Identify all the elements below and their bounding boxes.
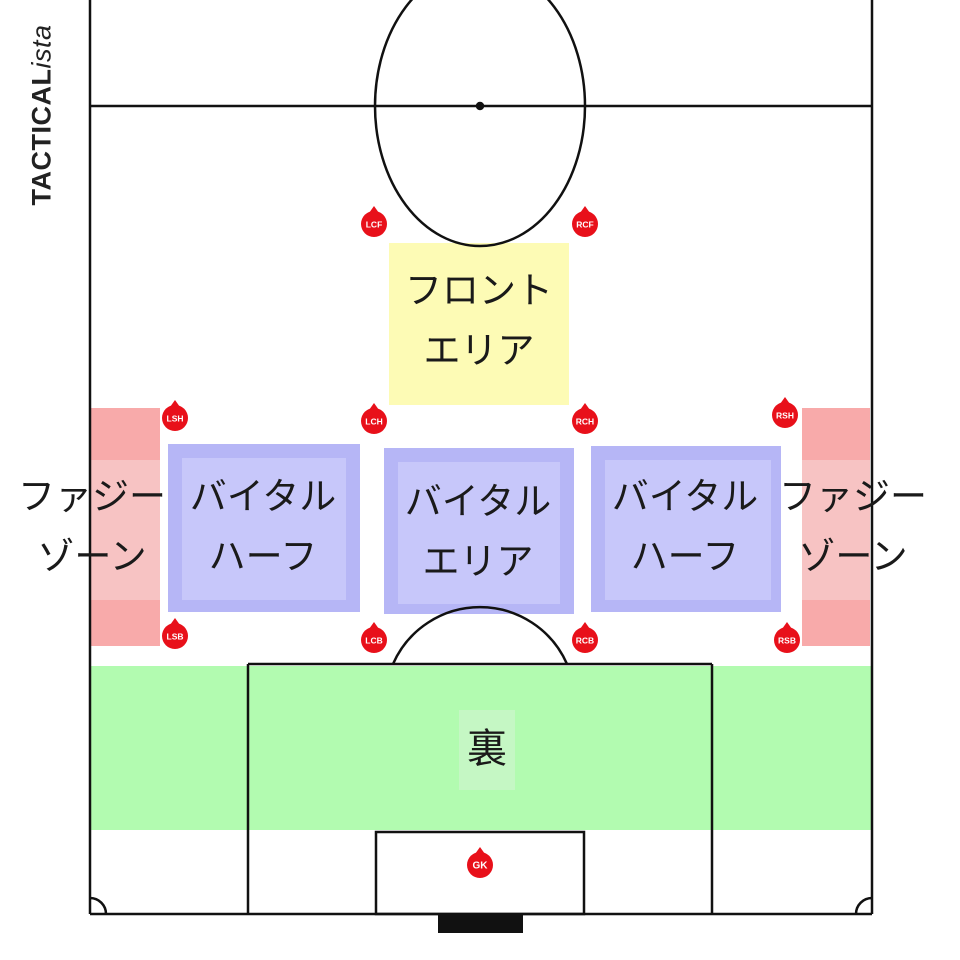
player-marker-label: GK	[473, 861, 489, 872]
brand-logo: TACTICALista	[27, 24, 58, 205]
player-marker-disc	[361, 408, 387, 434]
front-area-label-line2: エリア	[423, 329, 535, 372]
player-marker-lch: LCH	[361, 403, 387, 434]
player-marker-label: RSB	[778, 636, 796, 646]
player-markers: LCF RCF LSH LCH RCH RSH LSB LCB RCB RSB GK	[162, 206, 800, 878]
player-marker-rsb: RSB	[774, 622, 800, 653]
vital-half-right-inner	[605, 460, 771, 600]
player-marker-disc	[772, 402, 798, 428]
player-marker-disc	[361, 211, 387, 237]
player-marker-disc	[774, 627, 800, 653]
vital-area-label-line2: エリア	[422, 540, 534, 583]
player-marker-disc	[162, 623, 188, 649]
player-marker-rsh: RSH	[772, 397, 798, 428]
ura-zone-label-bg	[459, 710, 515, 790]
pitch-lines	[88, 0, 874, 916]
brand-logo-bold: TACTICAL	[26, 68, 57, 206]
player-marker-rch: RCH	[572, 403, 598, 434]
fuzzy-zone-left-inner	[90, 460, 160, 600]
front-area-label: フロント エリア	[405, 261, 553, 381]
fuzzy-zone-right-inner	[802, 460, 870, 600]
player-marker-disc	[162, 405, 188, 431]
vital-half-left-inner	[182, 458, 346, 600]
vital-area-label-line1: バイタル	[404, 480, 552, 523]
vital-half-left-label-line2: ハーフ	[208, 535, 318, 578]
player-marker-label: LCH	[365, 417, 382, 427]
player-marker-label: LSH	[167, 414, 184, 424]
fuzzy-zone-left-label-line2: ゾーン	[37, 535, 147, 578]
player-marker-label: RCB	[576, 636, 594, 646]
goal	[438, 915, 523, 933]
vital-half-right-label: バイタル ハーフ	[612, 467, 759, 587]
goal-area	[374, 830, 586, 916]
vital-half-right-label-line2: ハーフ	[630, 535, 740, 578]
vital-half-right-label-line1: バイタル	[611, 475, 759, 518]
vital-half-left-label-line1: バイタル	[189, 475, 337, 518]
fuzzy-zone-right-label-line1: ファジー	[779, 475, 927, 518]
player-marker-label: LSB	[167, 632, 184, 642]
front-area-zone	[389, 243, 569, 405]
front-area-label-line1: フロント	[405, 269, 553, 312]
player-marker-gk: GK	[467, 847, 493, 878]
ura-label: 裏	[467, 719, 507, 779]
zone-layer	[90, 243, 872, 830]
center-circle	[373, 0, 587, 248]
penalty-arc	[391, 605, 569, 665]
ura-label-text: 裏	[467, 726, 507, 772]
player-marker-lsh: LSH	[162, 400, 188, 431]
vital-area-inner	[398, 462, 560, 604]
corner-arc-left	[89, 896, 108, 915]
player-marker-disc	[572, 211, 598, 237]
player-marker-label: RSH	[776, 411, 794, 421]
corner-arc-right	[854, 896, 873, 915]
player-marker-lsb: LSB	[162, 618, 188, 649]
player-marker-rcb: RCB	[572, 622, 598, 653]
brand-logo-italic: ista	[26, 24, 57, 69]
player-marker-disc	[467, 852, 493, 878]
fuzzy-zone-left-label-line1: ファジー	[18, 475, 166, 518]
player-marker-disc	[572, 408, 598, 434]
player-marker-disc	[572, 627, 598, 653]
fuzzy-zone-left-label: ファジー ゾーン	[18, 467, 166, 587]
vital-area-label: バイタル エリア	[405, 472, 552, 592]
player-marker-lcf: LCF	[361, 206, 387, 237]
fuzzy-zone-right-label-line2: ゾーン	[798, 535, 908, 578]
player-marker-disc	[361, 627, 387, 653]
player-marker-lcb: LCB	[361, 622, 387, 653]
vital-half-left-label: バイタル ハーフ	[190, 467, 337, 587]
center-spot	[475, 101, 485, 111]
player-marker-label: RCH	[576, 417, 594, 427]
player-marker-label: LCB	[365, 636, 382, 646]
player-marker-rcf: RCF	[572, 206, 598, 237]
player-marker-label: LCF	[366, 220, 383, 230]
fuzzy-zone-right-label: ファジー ゾーン	[779, 467, 927, 587]
player-marker-label: RCF	[576, 220, 593, 230]
